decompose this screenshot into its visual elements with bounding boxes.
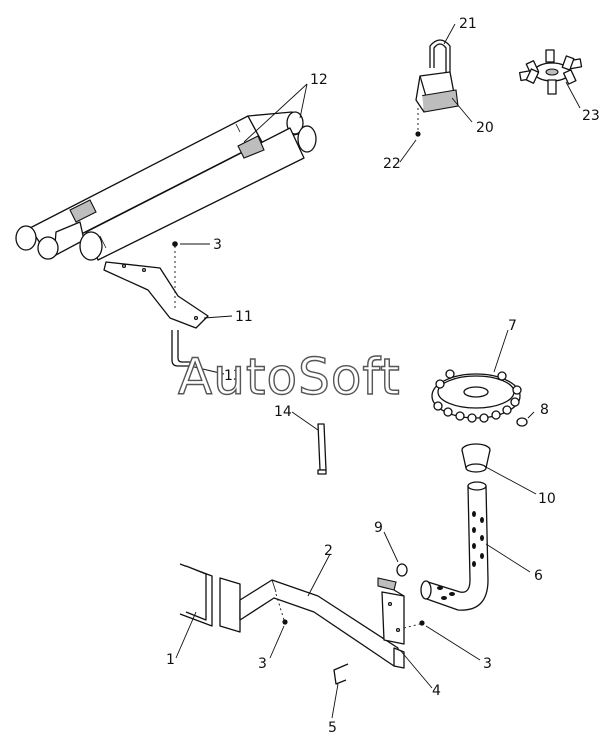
- part-7-disc: [431, 369, 522, 423]
- part-4-plate: [377, 577, 425, 645]
- callout-3-bottom-left: 3: [258, 656, 267, 672]
- part-12-exhaust-pipes: [15, 111, 317, 261]
- callout-11: 11: [235, 309, 253, 325]
- bolt-3-left: [282, 619, 288, 625]
- callout-1: 1: [166, 652, 175, 668]
- part-1-frame: [179, 563, 213, 627]
- part-13-u-bolt: [171, 330, 192, 367]
- callout-6: 6: [534, 568, 543, 584]
- callout-9: 9: [374, 520, 383, 536]
- callout-3-bottom-right: 3: [483, 656, 492, 672]
- callout-21: 21: [459, 16, 477, 32]
- bolt-3-top: [172, 241, 178, 247]
- part-10-sleeve: [461, 443, 491, 473]
- callout-10: 10: [538, 491, 556, 507]
- bolt-3-right: [419, 620, 425, 626]
- callout-5: 5: [328, 720, 337, 736]
- part-8-ring: [516, 417, 528, 427]
- callout-12: 12: [310, 72, 328, 88]
- part-20-hanger: [415, 39, 459, 137]
- callout-23: 23: [582, 108, 600, 124]
- part-23-rosette: [518, 49, 583, 95]
- callout-22: 22: [383, 156, 401, 172]
- callout-13: 13: [224, 368, 242, 384]
- part-5-clip: [333, 663, 349, 685]
- callout-20: 20: [476, 120, 494, 136]
- bolt-22: [415, 131, 421, 137]
- callout-2: 2: [324, 543, 333, 559]
- callout-3-top: 3: [213, 237, 222, 253]
- callout-labels: 12 21 20 22 23 3 11 13 14 7 8 10 6 9 2 1…: [166, 16, 600, 736]
- callout-4: 4: [432, 683, 441, 699]
- part-6-perforated-pipe: [420, 481, 489, 611]
- callout-7: 7: [508, 318, 517, 334]
- callout-14: 14: [274, 404, 292, 420]
- callout-8: 8: [540, 402, 549, 418]
- part-9-o-ring: [396, 563, 408, 577]
- part-11-bracket-plate: [103, 241, 209, 329]
- part-2-bracket: [219, 577, 405, 669]
- autosoft-watermark: AutoSoft: [178, 348, 401, 406]
- part-14-rod: [317, 423, 327, 475]
- leader-lines: [175, 23, 581, 719]
